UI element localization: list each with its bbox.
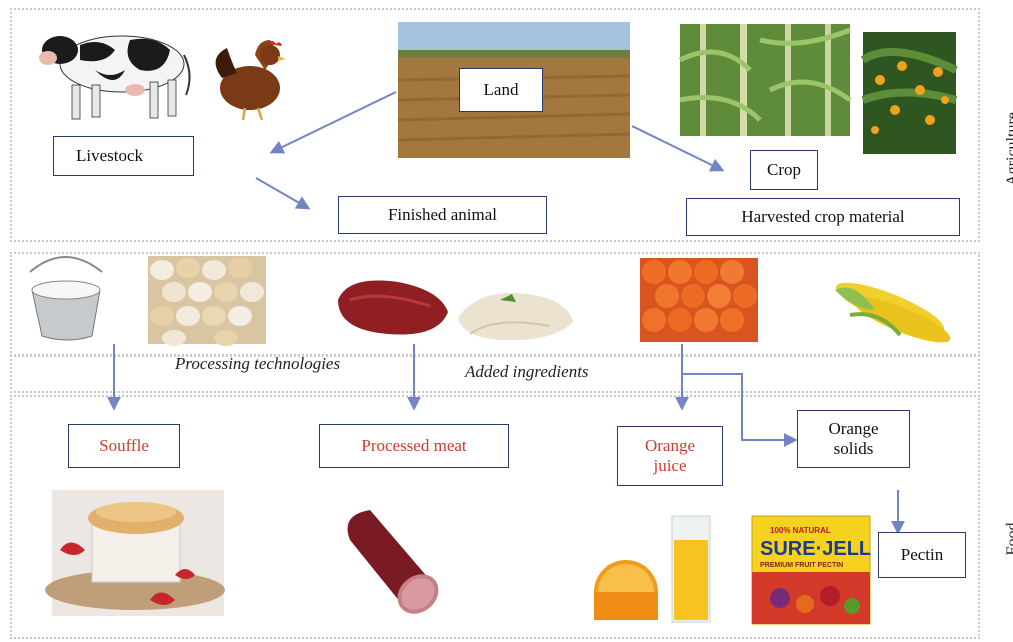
salami-image xyxy=(347,510,439,614)
pectin-label: Pectin xyxy=(878,532,966,578)
eggs-image xyxy=(148,256,266,346)
cow-image xyxy=(39,35,191,120)
orange-solids-line1: Orange xyxy=(828,419,879,439)
chicken-image xyxy=(215,40,286,121)
pectin-box-sub-text: PREMIUM FRUIT PECTIN xyxy=(760,562,844,569)
food-section xyxy=(10,395,980,639)
souffle-label: Souffle xyxy=(68,424,180,468)
harvested-crop-material-label: Harvested crop material xyxy=(686,198,960,236)
pectin-box-image xyxy=(751,515,871,625)
processed-meat-label: Processed meat xyxy=(319,424,509,468)
processing-technologies-label: Processing technologies xyxy=(175,354,341,373)
pectin-box-top-text: 100% NATURAL xyxy=(770,526,831,535)
added-ingredients-label: Added ingredients xyxy=(465,362,589,381)
corn-image xyxy=(835,282,951,343)
finished-animal-label: Finished animal xyxy=(338,196,547,234)
orange-solids-label: Orange solids xyxy=(797,410,910,468)
flow-arrows xyxy=(107,91,905,535)
corn-field-image xyxy=(678,24,852,136)
souffle-image xyxy=(45,490,225,616)
pectin-box-brand-text: SURE·JELL xyxy=(760,538,872,560)
orange-juice-image xyxy=(594,515,711,623)
beef-image xyxy=(338,280,448,335)
orange-juice-line1: Orange xyxy=(644,436,696,456)
crop-label: Crop xyxy=(750,150,818,190)
oranges-image xyxy=(640,258,758,342)
orange-juice-label: Orange juice xyxy=(617,426,723,486)
agriculture-section xyxy=(10,8,980,242)
chicken-breast-image xyxy=(458,293,573,341)
land-label: Land xyxy=(459,68,543,112)
milk-bucket-image xyxy=(29,256,103,341)
processing-band xyxy=(10,355,980,393)
orange-tree-image xyxy=(860,32,958,154)
livestock-label: Livestock xyxy=(53,136,194,176)
orange-solids-line2: solids xyxy=(833,439,874,458)
orange-juice-line2: juice xyxy=(653,456,687,475)
